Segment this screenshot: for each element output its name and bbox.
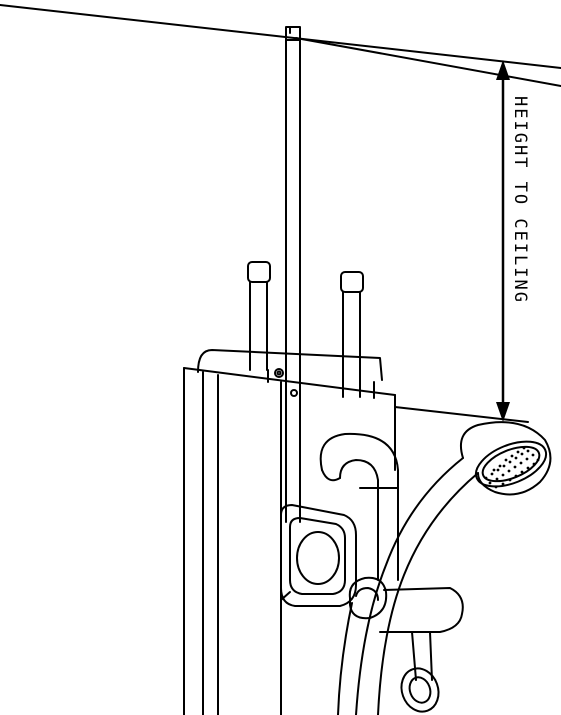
ceiling [0,4,561,87]
outlet-elbow [319,432,399,581]
inlet-pipe-right [340,271,364,398]
slider-bracket [348,576,464,681]
shower-hose [337,457,479,715]
control-knob [280,504,357,607]
height-to-ceiling-label: HEIGHT TO CEILING [510,96,530,304]
hose-ring [400,667,440,713]
inlet-pipe-left [247,261,271,371]
wall [394,406,529,423]
height-dimension-arrow [496,60,510,422]
shower-head-holes [484,446,540,489]
rail [285,26,301,523]
